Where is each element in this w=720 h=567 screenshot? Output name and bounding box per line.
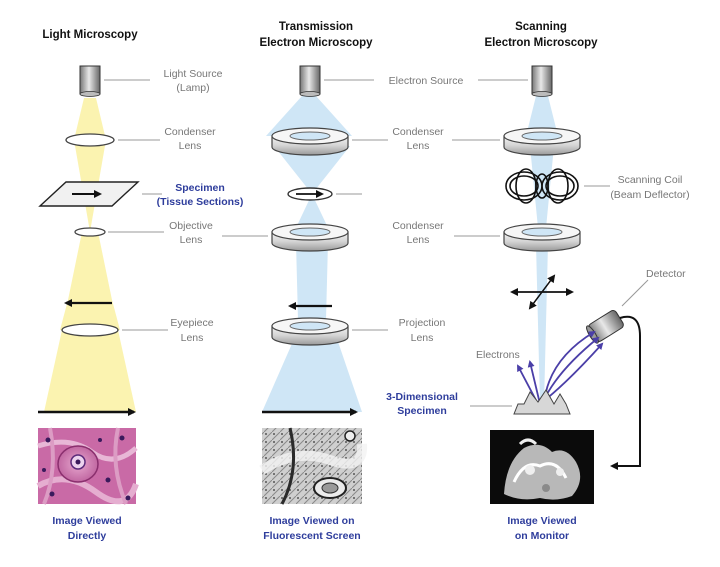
tem-beam (262, 96, 362, 412)
tem-specimen-icon (287, 187, 333, 201)
sem-caption-1: Image Viewed (507, 515, 576, 527)
light-condenser-label-2: Lens (179, 140, 202, 152)
tem-objective-lens-icon (271, 223, 349, 252)
tem-caption-1: Image Viewed on (270, 515, 355, 527)
sem-condenser-lens-icon-top (503, 127, 581, 156)
light-caption-2: Directly (68, 530, 107, 542)
light-source-label-1: Light Source (164, 68, 223, 80)
light-condenser-label-1: Condenser (164, 126, 216, 138)
sem-condenser-label-1: Condenser (392, 220, 444, 232)
sem-condenser-label-2: Lens (407, 234, 430, 246)
histology-image (36, 427, 139, 505)
detector-signal-cable (610, 315, 641, 470)
sem-electron-source-icon (531, 65, 553, 97)
scanning-coil-label-1: Scanning Coil (618, 174, 683, 186)
sem-specimen-label-2: Specimen (397, 405, 447, 417)
light-objective-label-2: Lens (180, 234, 203, 246)
tem-condenser-label-1: Condenser (392, 126, 444, 138)
light-eyepiece-label-2: Lens (181, 332, 204, 344)
light-source-label-2: (Lamp) (176, 82, 209, 94)
light-caption-1: Image Viewed (52, 515, 121, 527)
tem-condenser-lens-icon (271, 127, 349, 156)
tem-projection-label-2: Lens (411, 332, 434, 344)
detector-label: Detector (646, 268, 686, 280)
tem-micrograph-image (259, 427, 368, 505)
tem-projection-label-1: Projection (399, 317, 446, 329)
sem-caption-2: on Monitor (515, 530, 569, 542)
sem-condenser-lens-icon-bottom (503, 223, 581, 252)
light-objective-lens-icon (74, 227, 106, 237)
scan-direction-arrows (510, 274, 574, 310)
detector-icon (586, 310, 624, 344)
light-eyepiece-label-1: Eyepiece (170, 317, 213, 329)
tem-caption-2: Fluorescent Screen (263, 530, 360, 542)
sem-specimen-label-1: 3-Dimensional (386, 391, 458, 403)
light-eyepiece-lens-icon (61, 323, 119, 337)
sem-monitor-image (490, 430, 594, 504)
scanning-coil-label-2: (Beam Deflector) (610, 189, 689, 201)
light-condenser-lens-icon (65, 133, 115, 147)
light-specimen-label-1: Specimen (175, 182, 225, 194)
sem-specimen-icon (513, 389, 571, 415)
light-objective-label-1: Objective (169, 220, 213, 232)
light-source-icon (79, 65, 101, 97)
light-beam (44, 98, 136, 412)
scanning-coil-icon (505, 168, 579, 204)
specimen-slide-icon (38, 181, 140, 207)
tem-projection-lens-icon (271, 317, 349, 346)
tem-heading-line2: Electron Microscopy (259, 37, 373, 49)
electron-source-label: Electron Source (389, 75, 464, 87)
electrons-label: Electrons (476, 349, 520, 361)
sem-heading-line2: Electron Microscopy (484, 37, 598, 49)
tem-condenser-label-2: Lens (407, 140, 430, 152)
light-heading: Light Microscopy (42, 29, 138, 41)
sem-heading-line1: Scanning (515, 21, 567, 33)
tem-heading-line1: Transmission (279, 21, 353, 33)
tem-electron-source-icon (299, 65, 321, 97)
light-specimen-label-2: (Tissue Sections) (157, 196, 244, 208)
